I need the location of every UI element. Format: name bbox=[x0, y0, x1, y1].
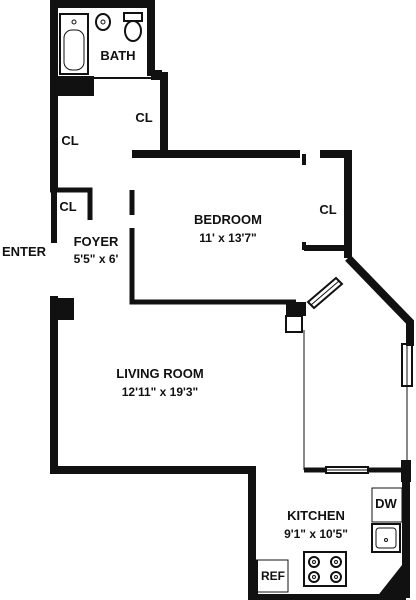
bedroom-dims: 11' x 13'7" bbox=[199, 231, 256, 245]
foyer-label: FOYER bbox=[74, 234, 119, 249]
bath-fixtures bbox=[59, 12, 143, 75]
kitchen-dims: 9'1" x 10'5" bbox=[284, 527, 348, 541]
living-room-label: LIVING ROOM bbox=[116, 366, 203, 381]
closet-foyer-label: CL bbox=[59, 199, 76, 214]
bathtub-icon bbox=[59, 13, 89, 75]
enter-label: ENTER bbox=[2, 244, 47, 259]
sink-icon bbox=[95, 13, 111, 31]
exterior-walls bbox=[50, 0, 414, 600]
bedroom-label: BEDROOM bbox=[194, 212, 262, 227]
kitchen-label: KITCHEN bbox=[287, 508, 345, 523]
kitchen-sink-icon bbox=[371, 523, 401, 553]
dishwasher-label: DW bbox=[375, 496, 397, 511]
closet-upper-label: CL bbox=[135, 110, 152, 125]
dishwasher-outline bbox=[371, 487, 403, 523]
bath-label: BATH bbox=[100, 48, 135, 63]
windows bbox=[306, 276, 413, 474]
interior-walls bbox=[50, 70, 406, 473]
room-labels: BATH CL CL CL CL FOYER 5'5" x 6' BEDROOM… bbox=[2, 48, 398, 583]
closet-hall-label: CL bbox=[61, 133, 78, 148]
closet-bedroom-label: CL bbox=[319, 202, 336, 217]
toilet-tank-icon bbox=[123, 12, 143, 22]
refrigerator-label: REF bbox=[261, 569, 285, 583]
living-room-dims: 12'11" x 19'3" bbox=[122, 385, 198, 399]
stove-icon bbox=[303, 551, 347, 587]
kitchen-fixtures bbox=[252, 460, 411, 598]
foyer-dims: 5'5" x 6' bbox=[74, 252, 119, 266]
toilet-icon bbox=[124, 20, 142, 42]
